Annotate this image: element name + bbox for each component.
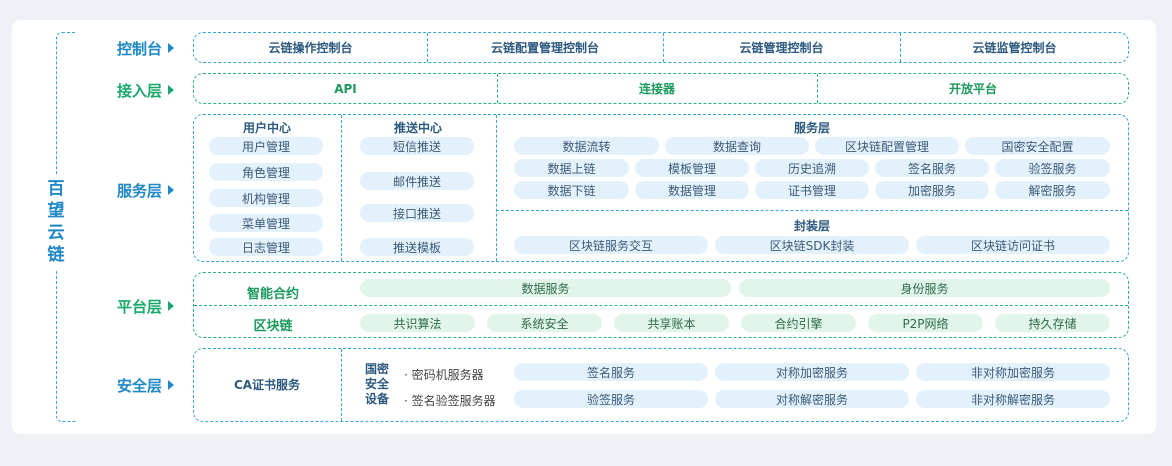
service-box (193, 114, 1129, 262)
user-center-item: 角色管理 (209, 163, 323, 181)
console-item: 云链配置管理控制台 (490, 41, 599, 55)
platform-box (193, 272, 1129, 338)
wrap-layer-title: 封装层 (793, 219, 830, 233)
push-center-item: 推送模板 (360, 238, 474, 256)
device-item: · 密码机服务器 (404, 368, 484, 382)
console-item: 云链监管控制台 (972, 41, 1057, 55)
service-layer-title: 服务层 (793, 121, 830, 135)
service-item: 数据上链 (514, 159, 629, 177)
chain-item: 持久存储 (995, 314, 1110, 332)
service-item: 数据流转 (514, 137, 659, 155)
console-box: 云链操作控制台 云链配置管理控制台 云链管理控制台 云链监管控制台 (193, 32, 1129, 63)
security-item: 非对称解密服务 (916, 390, 1110, 408)
service-item: 解密服务 (995, 181, 1110, 199)
device-item: · 签名验签服务器 (404, 394, 496, 408)
push-center-item: 接口推送 (360, 204, 474, 222)
side-title: 百 望 云 链 (42, 175, 70, 269)
service-item: 区块链配置管理 (815, 137, 959, 155)
gm-device-title: 国密 安全 设备 (364, 362, 389, 406)
security-item: 对称解密服务 (715, 390, 909, 408)
chain-item: 共享账本 (614, 314, 729, 332)
user-center-item: 用户管理 (209, 137, 323, 155)
user-center-title: 用户中心 (242, 121, 291, 135)
service-item: 验签服务 (995, 159, 1110, 177)
chain-item: 合约引擎 (741, 314, 856, 332)
chain-item: 系统安全 (487, 314, 602, 332)
security-box (193, 348, 1129, 422)
layer-label-security: 安全层 (117, 375, 174, 396)
wrap-item: 区块链服务交互 (514, 236, 708, 254)
user-center-item: 机构管理 (209, 189, 323, 207)
layer-label-access: 接入层 (117, 80, 174, 101)
push-center-item: 邮件推送 (360, 172, 474, 190)
layer-label-console: 控制台 (117, 38, 174, 59)
contract-item: 数据服务 (360, 279, 731, 297)
security-item: 对称加密服务 (715, 363, 909, 381)
security-item: 验签服务 (514, 390, 708, 408)
access-box: API 连接器 开放平台 (193, 73, 1129, 104)
push-center-item: 短信推送 (360, 137, 474, 155)
layer-label-service: 服务层 (117, 180, 174, 201)
access-item: 开放平台 (948, 82, 997, 96)
wrap-item: 区块链访问证书 (916, 236, 1110, 254)
service-item: 数据下链 (514, 181, 629, 199)
service-item: 历史追溯 (755, 159, 869, 177)
security-item: 签名服务 (514, 363, 708, 381)
service-item: 签名服务 (875, 159, 989, 177)
wrap-item: 区块链SDK封装 (715, 236, 909, 254)
push-center-title: 推送中心 (393, 121, 442, 135)
console-item: 云链操作控制台 (268, 41, 353, 55)
service-item: 数据管理 (635, 181, 749, 199)
access-item: 连接器 (638, 82, 675, 96)
user-center-item: 菜单管理 (209, 214, 323, 232)
user-center-item: 日志管理 (209, 238, 323, 256)
chain-item: 共识算法 (360, 314, 475, 332)
service-item: 数据查询 (665, 137, 809, 155)
chain-item: P2P网络 (868, 314, 983, 332)
chain-title: 区块链 (253, 319, 293, 334)
contract-title: 智能合约 (246, 287, 299, 302)
service-item: 加密服务 (875, 181, 989, 199)
service-item: 国密安全配置 (965, 137, 1110, 155)
security-item: 非对称加密服务 (916, 363, 1110, 381)
access-item: API (334, 81, 357, 96)
ca-service: CA证书服务 (233, 378, 301, 392)
service-item: 模板管理 (635, 159, 749, 177)
console-item: 云链管理控制台 (739, 41, 824, 55)
layer-label-platform: 平台层 (117, 296, 174, 317)
contract-item: 身份服务 (739, 279, 1110, 297)
service-item: 证书管理 (755, 181, 869, 199)
